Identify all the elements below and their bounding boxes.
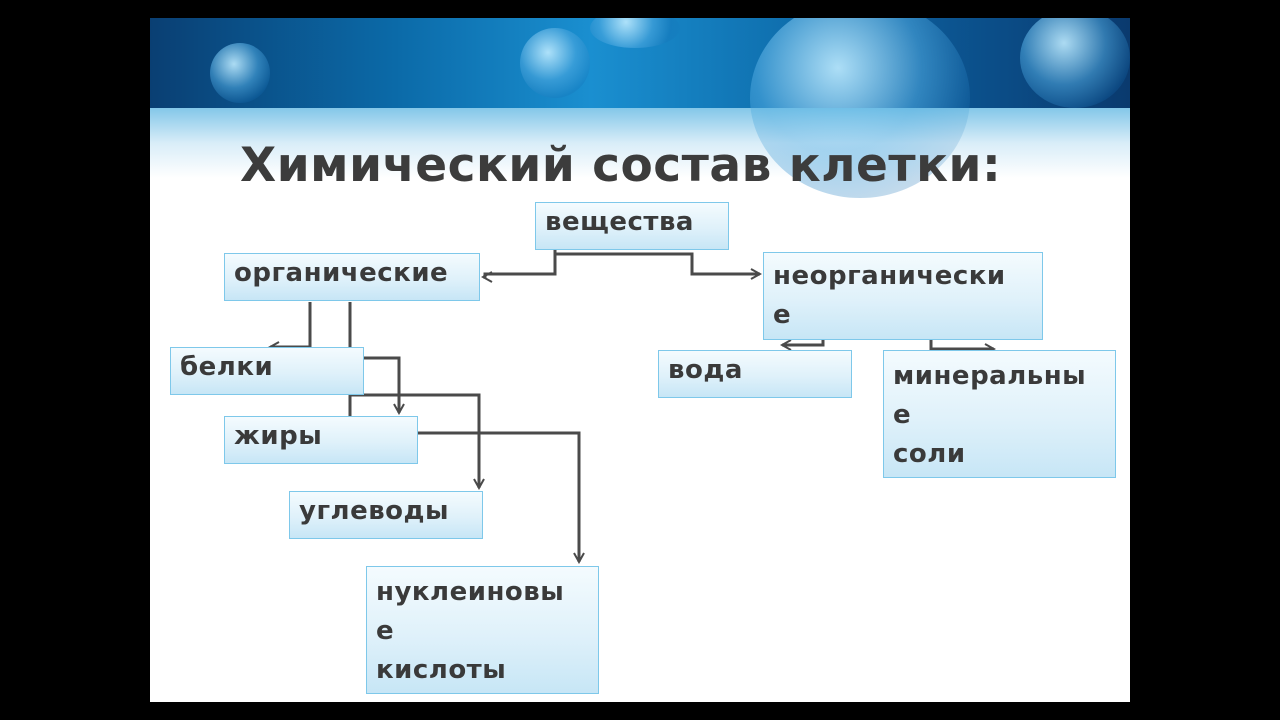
banner-fade	[150, 108, 1130, 178]
edge-root-organic	[483, 250, 557, 277]
node-substances: вещества	[535, 202, 729, 250]
node-mineral-salts: минеральны е соли	[883, 350, 1116, 478]
node-nucleic-acids: нуклеиновы е кислоты	[366, 566, 599, 694]
node-water: вода	[658, 350, 852, 398]
edge-organic-nucleic	[348, 395, 579, 562]
node-inorganic: неорганически е	[763, 252, 1043, 340]
node-proteins: белки	[170, 347, 364, 395]
slide-title: Химический состав клетки:	[240, 138, 1002, 193]
edge-organic-fats	[348, 302, 399, 413]
node-organic: органические	[224, 253, 480, 301]
edge-root-inorganic	[555, 252, 760, 274]
node-carbohydrates: углеводы	[289, 491, 483, 539]
slide: Химический состав клетки: вещества орган…	[150, 18, 1130, 702]
node-fats: жиры	[224, 416, 418, 464]
edge-organic-proteins	[270, 302, 312, 347]
cells-banner-image	[150, 18, 1130, 198]
